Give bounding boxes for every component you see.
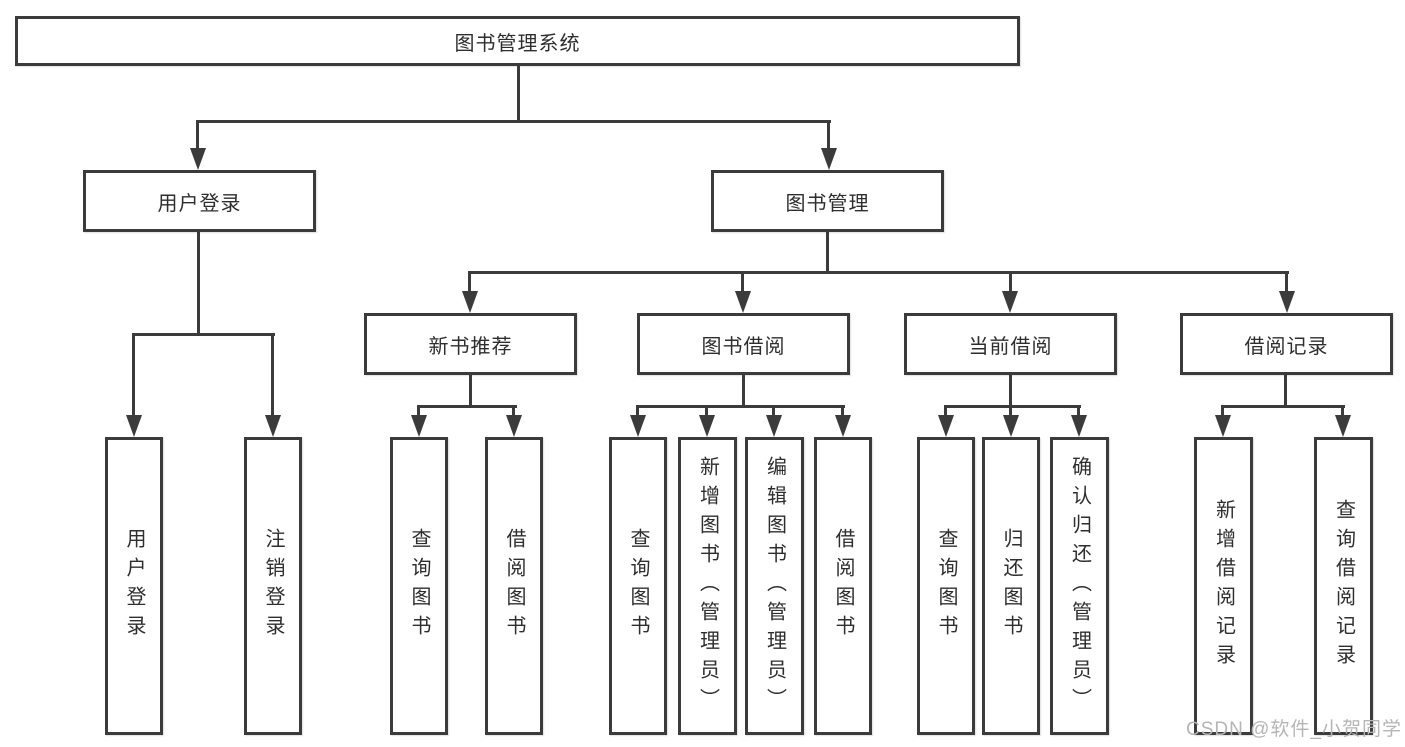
arrow-down-icon bbox=[126, 415, 142, 437]
arrow-down-icon bbox=[411, 415, 427, 437]
node-label: 查询图书 bbox=[408, 528, 430, 644]
node-book-management: 图书管理 bbox=[711, 170, 944, 232]
node-leaf-confirm-return-admin: 确认归还（管理员） bbox=[1050, 437, 1109, 735]
connector-line bbox=[1285, 271, 1288, 295]
arrow-down-icon bbox=[1215, 415, 1231, 437]
node-leaf-add-borrow-record: 新增借阅记录 bbox=[1194, 437, 1253, 735]
node-label: 新增借阅记录 bbox=[1212, 499, 1235, 673]
arrow-down-icon bbox=[938, 415, 954, 437]
node-leaf-edit-books-admin: 编辑图书（管理员） bbox=[745, 437, 804, 735]
arrow-down-icon bbox=[1071, 415, 1087, 437]
node-leaf-logout: 注销登录 bbox=[244, 437, 302, 735]
connector-line bbox=[636, 405, 845, 408]
arrow-down-icon bbox=[835, 415, 851, 437]
connector-line bbox=[1077, 405, 1080, 417]
connector-line bbox=[417, 405, 420, 417]
arrow-down-icon bbox=[265, 415, 281, 437]
connector-line bbox=[517, 65, 520, 122]
arrow-down-icon bbox=[1279, 291, 1295, 313]
arrow-down-icon bbox=[1002, 291, 1018, 313]
arrow-down-icon bbox=[462, 291, 478, 313]
connector-line bbox=[1221, 405, 1345, 408]
node-label: 新增图书（管理员） bbox=[696, 455, 719, 717]
node-label: 借阅图书 bbox=[503, 528, 525, 644]
node-borrow-records: 借阅记录 bbox=[1180, 313, 1393, 375]
connector-line bbox=[196, 120, 199, 150]
node-user-login: 用户登录 bbox=[83, 170, 316, 232]
connector-line bbox=[468, 271, 471, 295]
arrow-down-icon bbox=[1335, 415, 1351, 437]
arrow-down-icon bbox=[735, 291, 751, 313]
node-leaf-user-login: 用户登录 bbox=[105, 437, 163, 735]
node-label: 借阅图书 bbox=[832, 528, 854, 644]
node-label: 注销登录 bbox=[262, 528, 284, 644]
node-new-book-recommend: 新书推荐 bbox=[364, 313, 577, 375]
connector-line bbox=[512, 405, 515, 417]
watermark: CSDN @软件_小贺同学 bbox=[1186, 719, 1402, 740]
node-leaf-query-books-borrowing: 查询图书 bbox=[609, 437, 667, 735]
connector-line bbox=[417, 405, 517, 408]
connector-line bbox=[827, 120, 830, 150]
connector-line bbox=[944, 405, 947, 417]
connector-line bbox=[742, 374, 745, 408]
connector-line bbox=[741, 271, 744, 295]
node-leaf-query-borrow-record: 查询借阅记录 bbox=[1314, 437, 1373, 735]
connector-line bbox=[1009, 374, 1012, 408]
arrow-down-icon bbox=[699, 415, 715, 437]
connector-line bbox=[944, 405, 1081, 408]
node-label: 查询图书 bbox=[627, 528, 649, 644]
connector-line bbox=[772, 405, 775, 417]
connector-line bbox=[132, 333, 135, 417]
connector-line bbox=[1341, 405, 1344, 417]
connector-line bbox=[705, 405, 708, 417]
arrow-down-icon bbox=[506, 415, 522, 437]
node-library-system: 图书管理系统 bbox=[15, 16, 1020, 66]
connector-line bbox=[636, 405, 639, 417]
node-book-borrowing: 图书借阅 bbox=[637, 313, 850, 375]
connector-line bbox=[468, 271, 1289, 274]
connector-line bbox=[197, 231, 200, 336]
node-leaf-borrow-books: 借阅图书 bbox=[814, 437, 872, 735]
node-label: 查询借阅记录 bbox=[1332, 499, 1355, 673]
node-label: 用户登录 bbox=[123, 528, 145, 644]
node-leaf-query-books-recommend: 查询图书 bbox=[390, 437, 448, 735]
node-leaf-add-books-admin: 新增图书（管理员） bbox=[678, 437, 737, 735]
connector-line bbox=[132, 333, 275, 336]
connector-line bbox=[469, 374, 472, 408]
connector-line bbox=[1221, 405, 1224, 417]
arrow-down-icon bbox=[766, 415, 782, 437]
node-label: 查询图书 bbox=[935, 528, 957, 644]
arrow-down-icon bbox=[630, 415, 646, 437]
connector-line bbox=[826, 231, 829, 274]
connector-line bbox=[1284, 374, 1287, 408]
connector-line bbox=[271, 333, 274, 417]
node-leaf-query-books-current: 查询图书 bbox=[917, 437, 975, 735]
node-label: 编辑图书（管理员） bbox=[763, 455, 786, 717]
arrow-down-icon bbox=[821, 148, 837, 170]
connector-line bbox=[841, 405, 844, 417]
connector-line bbox=[197, 120, 831, 123]
connector-line bbox=[1009, 405, 1012, 417]
node-leaf-return-books: 归还图书 bbox=[982, 437, 1040, 735]
connector-line bbox=[1009, 271, 1012, 295]
node-current-borrowing: 当前借阅 bbox=[904, 313, 1117, 375]
node-leaf-borrow-books-recommend: 借阅图书 bbox=[485, 437, 543, 735]
arrow-down-icon bbox=[1003, 415, 1019, 437]
node-label: 归还图书 bbox=[1000, 528, 1022, 644]
arrow-down-icon bbox=[190, 148, 206, 170]
node-label: 确认归还（管理员） bbox=[1068, 455, 1091, 717]
